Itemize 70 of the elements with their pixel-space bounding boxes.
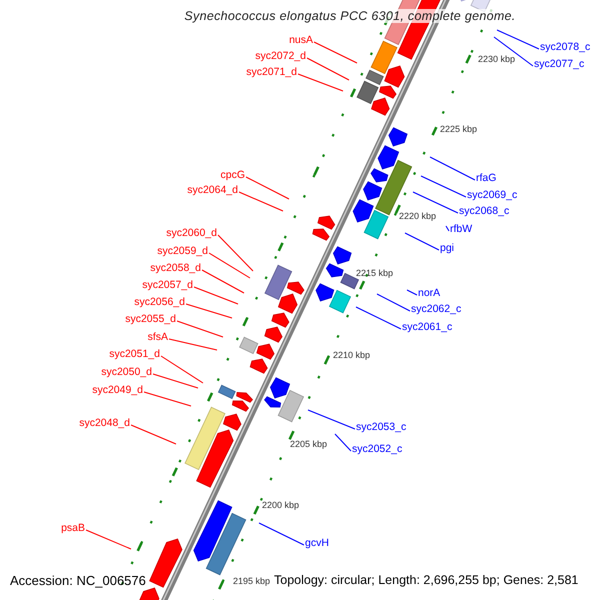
- gene-label: syc2061_c: [402, 321, 452, 333]
- leader-line: [420, 176, 466, 198]
- leader-line: [144, 392, 192, 406]
- gene-label: syc2055_d: [125, 313, 176, 325]
- leader-line: [194, 286, 238, 304]
- gene-label: syc2077_c: [534, 58, 584, 70]
- gene-label: nusA: [289, 34, 313, 46]
- leader-line: [404, 232, 440, 250]
- gene-label: syc2072_d: [255, 50, 306, 62]
- gene-label: syc2050_d: [101, 366, 152, 378]
- gene-label: rfaG: [476, 172, 496, 184]
- leader-line: [376, 294, 410, 312]
- genome-stats-text: Topology: circular; Length: 2,696,255 bp; Genes: 2,581: [274, 574, 578, 588]
- leader-line: [446, 226, 450, 232]
- gene-label: syc2049_d: [92, 384, 143, 396]
- gene-label: syc2062_c: [411, 303, 462, 315]
- leader-line: [186, 304, 232, 318]
- gene-label: syc2052_c: [352, 443, 402, 455]
- scale-label: 2205 kbp: [290, 440, 328, 450]
- gene-label: syc2056_d: [134, 296, 185, 308]
- leader-line: [176, 320, 224, 338]
- gene-label: syc2064_d: [187, 184, 238, 196]
- leader-line: [246, 176, 290, 200]
- leader-line: [298, 74, 344, 92]
- scale-label: 2195 kbp: [233, 577, 270, 587]
- gene-label: syc2053_c: [356, 421, 406, 433]
- leader-line: [208, 252, 250, 278]
- scale-label: 2225 kbp: [440, 125, 478, 135]
- leader-line: [334, 434, 352, 452]
- gene-label: norA: [418, 287, 440, 299]
- leader-line: [160, 356, 204, 384]
- leader-line: [306, 58, 350, 80]
- gene-label: syc2060_d: [166, 227, 217, 239]
- leader-line: [494, 36, 534, 66]
- scale-label: 2230 kbp: [478, 55, 516, 65]
- gene-label: pgi: [440, 242, 454, 254]
- leader-line: [202, 270, 244, 294]
- leader-line: [406, 290, 418, 296]
- scale-label: 2200 kbp: [262, 501, 300, 511]
- accession-text: Accession: NC_006576: [10, 574, 146, 588]
- leader-line: [238, 192, 284, 212]
- gene-label: syc2057_d: [142, 279, 193, 291]
- gene-label: syc2048_d: [79, 417, 130, 429]
- gene-label: sfsA: [148, 331, 168, 343]
- gene-label: syc2069_c: [467, 189, 518, 201]
- gene-label: syc2058_d: [150, 262, 201, 274]
- scale-label: 2215 kbp: [356, 269, 394, 279]
- gene-label: psaB: [61, 522, 85, 534]
- leader-line: [412, 192, 458, 214]
- leader-line: [314, 42, 358, 64]
- leader-line: [218, 234, 254, 272]
- leader-line: [356, 306, 402, 330]
- leader-line: [258, 522, 304, 546]
- scale-label: 2220 kbp: [399, 212, 436, 222]
- leader-line: [430, 156, 476, 180]
- gene-label: syc2059_d: [157, 245, 208, 257]
- gene-label: syc2051_d: [109, 348, 160, 360]
- scale-label: 2210 kbp: [333, 351, 370, 361]
- leader-line: [130, 424, 176, 444]
- leader-line: [308, 410, 356, 430]
- gene-label: syc2071_d: [246, 66, 297, 78]
- leader-line: [86, 530, 132, 550]
- gene-label: cpcG: [220, 169, 245, 181]
- gene-label: syc2078_c: [540, 41, 590, 53]
- leader-line: [168, 338, 218, 350]
- gene-label: rfbW: [450, 223, 472, 235]
- leader-line: [496, 30, 540, 50]
- gene-label: syc2068_c: [459, 205, 510, 217]
- leader-line: [152, 374, 198, 388]
- gene-label: gcvH: [305, 537, 329, 549]
